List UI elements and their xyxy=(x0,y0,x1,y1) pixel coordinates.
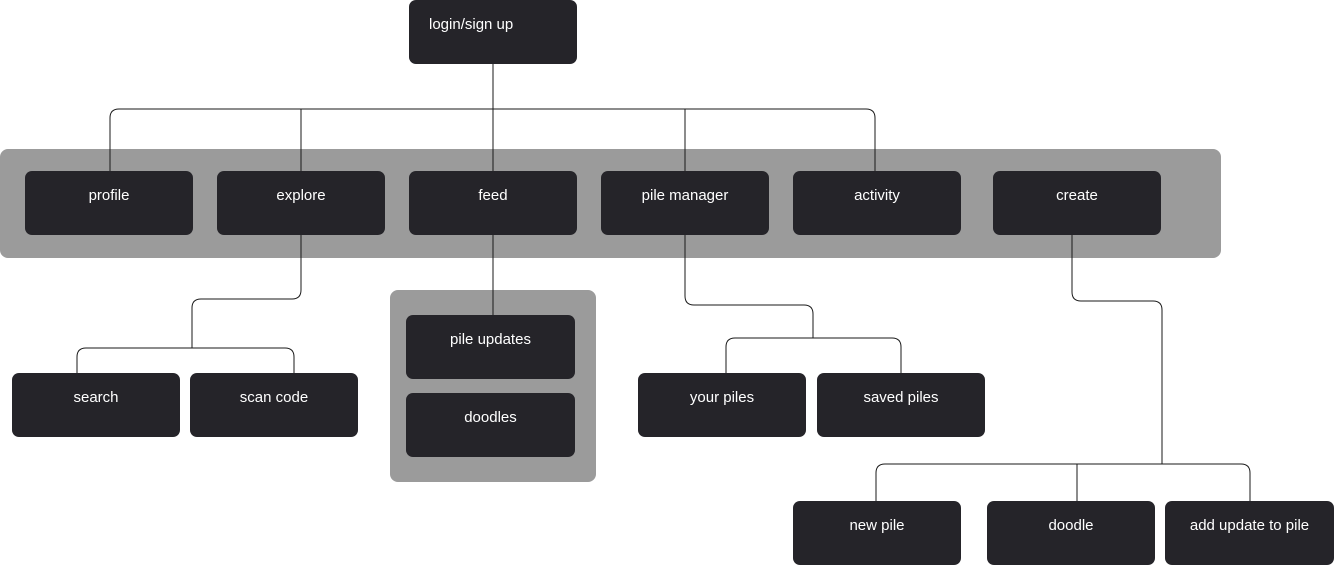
node-pile-manager: pile manager xyxy=(601,171,769,235)
node-feed: feed xyxy=(409,171,577,235)
node-search: search xyxy=(12,373,180,437)
node-saved-piles: saved piles xyxy=(817,373,985,437)
node-explore: explore xyxy=(217,171,385,235)
connector-explore-children xyxy=(191,235,302,348)
node-add-update-to-pile: add update to pile xyxy=(1165,501,1334,565)
connector-pile-manager-children xyxy=(684,235,814,338)
node-scan-code: scan code xyxy=(190,373,358,437)
node-create: create xyxy=(993,171,1161,235)
node-doodles: doodles xyxy=(406,393,575,457)
node-new-pile: new pile xyxy=(793,501,961,565)
node-pile-updates: pile updates xyxy=(406,315,575,379)
node-doodle: doodle xyxy=(987,501,1155,565)
connector-create-children xyxy=(1071,235,1163,464)
node-profile: profile xyxy=(25,171,193,235)
node-activity: activity xyxy=(793,171,961,235)
connector-create-bus xyxy=(875,463,1251,501)
node-login-sign-up: login/sign up xyxy=(409,0,577,64)
connector-piles-bus xyxy=(725,337,902,373)
node-your-piles: your piles xyxy=(638,373,806,437)
connector-nav-bus xyxy=(109,108,876,171)
connector-search-scan-bus xyxy=(76,347,295,373)
